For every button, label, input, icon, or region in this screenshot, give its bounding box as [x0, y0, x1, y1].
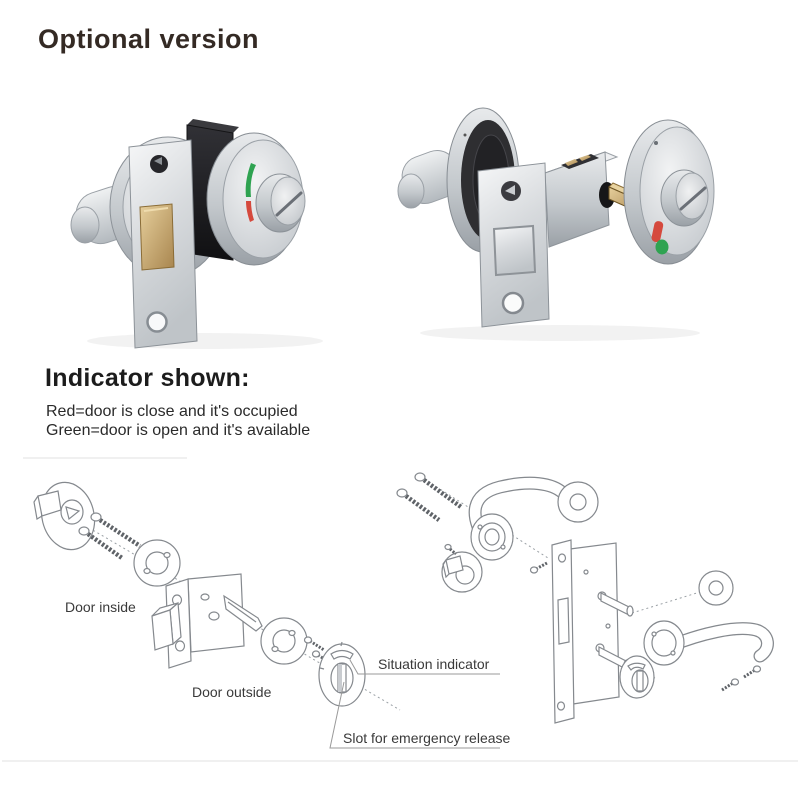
screw-hole-bottom	[146, 311, 168, 333]
leader-slot-emergency	[329, 681, 500, 749]
page-title: Optional version	[38, 24, 260, 54]
square-latch	[492, 224, 537, 277]
diagram-emergency-escutcheon	[441, 543, 483, 593]
diagram-lower-lever-handle	[643, 620, 774, 666]
diagram-spindle	[223, 594, 263, 632]
diagram-rose-outside	[260, 617, 308, 665]
red-indicator-mark	[651, 221, 664, 243]
screw-hole-bottom	[501, 291, 525, 315]
assembly-axis-right-rose	[631, 591, 701, 614]
diagram-round-rose-upper	[557, 481, 599, 523]
brass-latch-bolt	[139, 203, 175, 271]
label-door-inside: Door inside	[65, 599, 136, 615]
indicator-heading: Indicator shown:	[45, 364, 250, 392]
diagram-rose-inside	[133, 539, 181, 587]
coin-slot	[275, 191, 303, 217]
exploded-assembly-diagram: Door inside Door outside Situation indic…	[2, 457, 798, 762]
thumbturn	[660, 169, 709, 227]
diagram-round-rose-mid	[698, 570, 734, 606]
mechanism-opening	[561, 154, 599, 169]
thumbturn	[255, 173, 306, 233]
latch-faceplate-outside	[477, 162, 550, 328]
label-slot-emergency: Slot for emergency release	[343, 730, 511, 746]
diagram-small-screws-right	[721, 665, 762, 692]
diagram-indicator-disc	[318, 641, 366, 707]
indicator-green-line: Green=door is open and it's available	[46, 422, 311, 439]
product-photo-left	[70, 119, 323, 349]
indicator-red-line: Red=door is close and it's occupied	[46, 403, 298, 420]
product-photo-right	[397, 107, 715, 341]
leader-situation-indicator	[349, 659, 500, 675]
green-indicator-window	[245, 163, 256, 197]
diagram-indicator-window	[330, 649, 354, 660]
green-indicator-mark	[655, 239, 669, 255]
diagram-latch-unit	[151, 573, 263, 669]
photo-shadow	[87, 333, 323, 349]
diagram-upper-lever-handle	[468, 476, 570, 561]
diagram-mounting-screws-inside	[78, 512, 142, 560]
label-situation-indicator: Situation indicator	[378, 656, 490, 672]
red-indicator-window	[246, 201, 254, 222]
photo-shadow	[420, 325, 700, 341]
coin-slot	[679, 186, 707, 211]
screw-hole-top	[150, 155, 168, 173]
diagram-indicator-escutcheon-right	[619, 655, 655, 699]
latch-faceplate	[128, 139, 198, 349]
label-door-outside: Door outside	[192, 684, 272, 700]
indicator-rose	[206, 132, 306, 266]
indicator-rose-outside	[623, 119, 715, 265]
diagram-long-screws	[396, 472, 463, 522]
outside-knob	[397, 150, 461, 209]
diagram-mortise-lock	[529, 539, 634, 724]
